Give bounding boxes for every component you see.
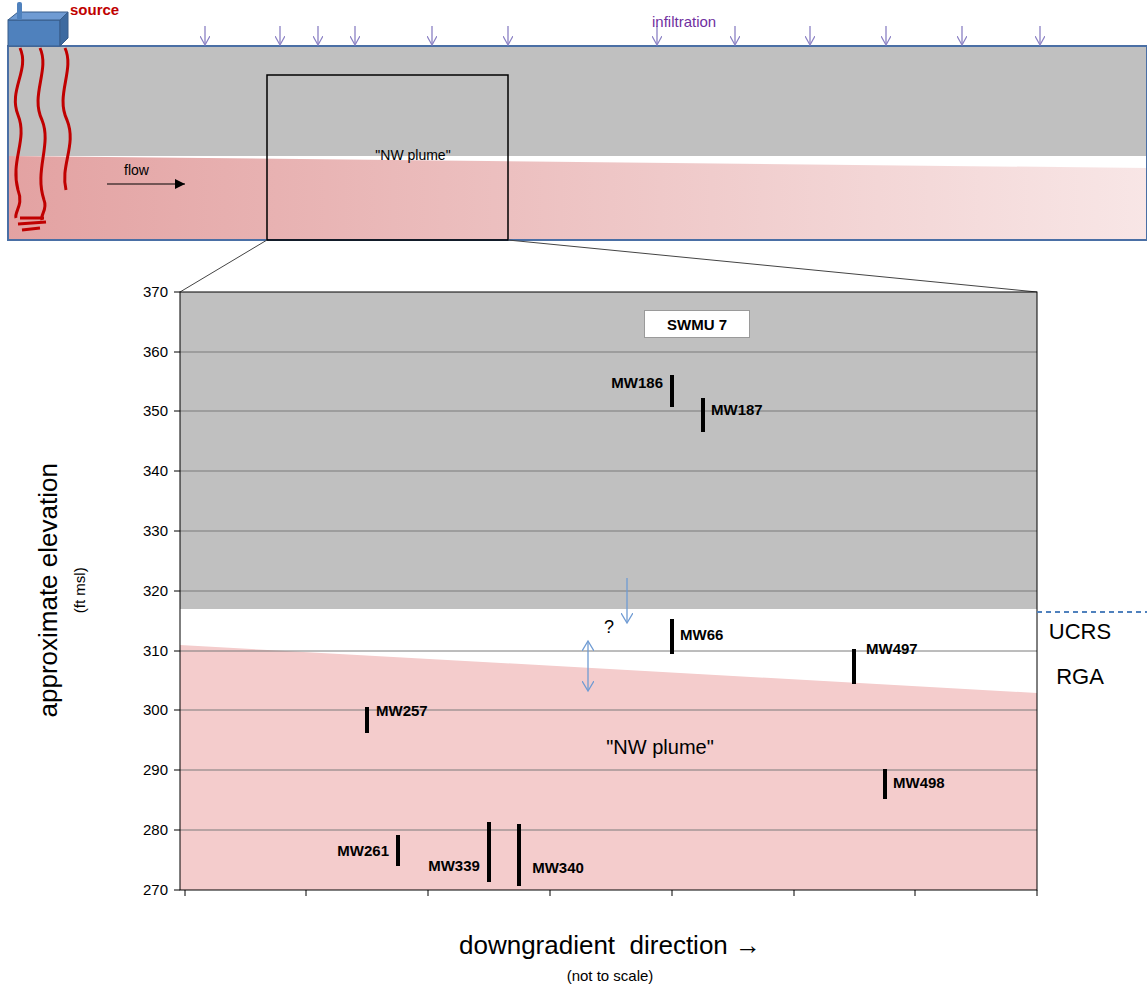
plot-frame	[180, 292, 1037, 890]
axis-subtitle: (not to scale)	[567, 968, 654, 985]
zoom-leader	[180, 240, 267, 292]
well-label: MW340	[532, 860, 584, 877]
axis-tick-label: 300	[143, 702, 168, 719]
layer-label: RGA	[1056, 665, 1104, 689]
layer-boundary	[1037, 611, 1147, 613]
well-label: MW339	[428, 858, 480, 875]
flow-label: flow	[124, 163, 149, 178]
schematic-outline	[8, 46, 1147, 240]
exchange-arrow	[587, 642, 588, 690]
source-leak-lines	[15, 48, 70, 230]
ucrs-region	[180, 292, 1037, 609]
axis-title: approximate elevation	[34, 463, 63, 717]
source-label: source	[70, 2, 119, 19]
well-label: MW66	[680, 627, 723, 644]
recharge-arrow	[626, 578, 627, 622]
plume-label: "NW plume"	[375, 148, 450, 163]
axis-tick-label: 270	[143, 882, 168, 899]
source-tank	[8, 20, 60, 46]
source-tank-side	[60, 12, 68, 46]
well-label: MW187	[711, 402, 763, 419]
infiltration-label: infiltration	[652, 14, 716, 31]
axis-ticks	[174, 292, 1037, 896]
axis-subtitle: (ft msl)	[72, 567, 89, 613]
plume-label: "NW plume"	[606, 736, 714, 758]
unsaturated-band	[8, 46, 1147, 156]
zoom-box	[267, 75, 508, 240]
axis-tick-label: 330	[143, 523, 168, 540]
plume-band	[8, 156, 1147, 240]
well-label: MW257	[376, 703, 428, 720]
axis-tick-label: 350	[143, 403, 168, 420]
axis-tick-label: 320	[143, 583, 168, 600]
schematic-ground	[8, 46, 1147, 241]
axis-tick-label: 310	[143, 643, 168, 660]
layer-label: UCRS	[1049, 620, 1111, 644]
gridlines	[180, 352, 1037, 830]
axis-tick-label: 340	[143, 463, 168, 480]
well-label: MW186	[611, 375, 663, 392]
well-screens	[367, 375, 885, 886]
axis-tick-label: 280	[143, 822, 168, 839]
flow-arrow	[107, 183, 185, 184]
area-box: SWMU 7	[644, 310, 750, 338]
question-mark: ?	[604, 618, 614, 638]
area-label: SWMU 7	[667, 316, 727, 333]
zoom-leader	[508, 240, 1037, 292]
axis-tick-label: 370	[143, 284, 168, 301]
plume-region	[180, 645, 1037, 890]
source-pipe	[17, 2, 22, 20]
axis-tick-label: 360	[143, 344, 168, 361]
infiltration-arrows	[205, 26, 1040, 44]
well-label: MW261	[337, 843, 389, 860]
well-label: MW497	[866, 641, 918, 658]
axis-tick-label: 290	[143, 762, 168, 779]
axis-title: downgradient direction →	[459, 931, 761, 960]
well-label: MW498	[893, 775, 945, 792]
